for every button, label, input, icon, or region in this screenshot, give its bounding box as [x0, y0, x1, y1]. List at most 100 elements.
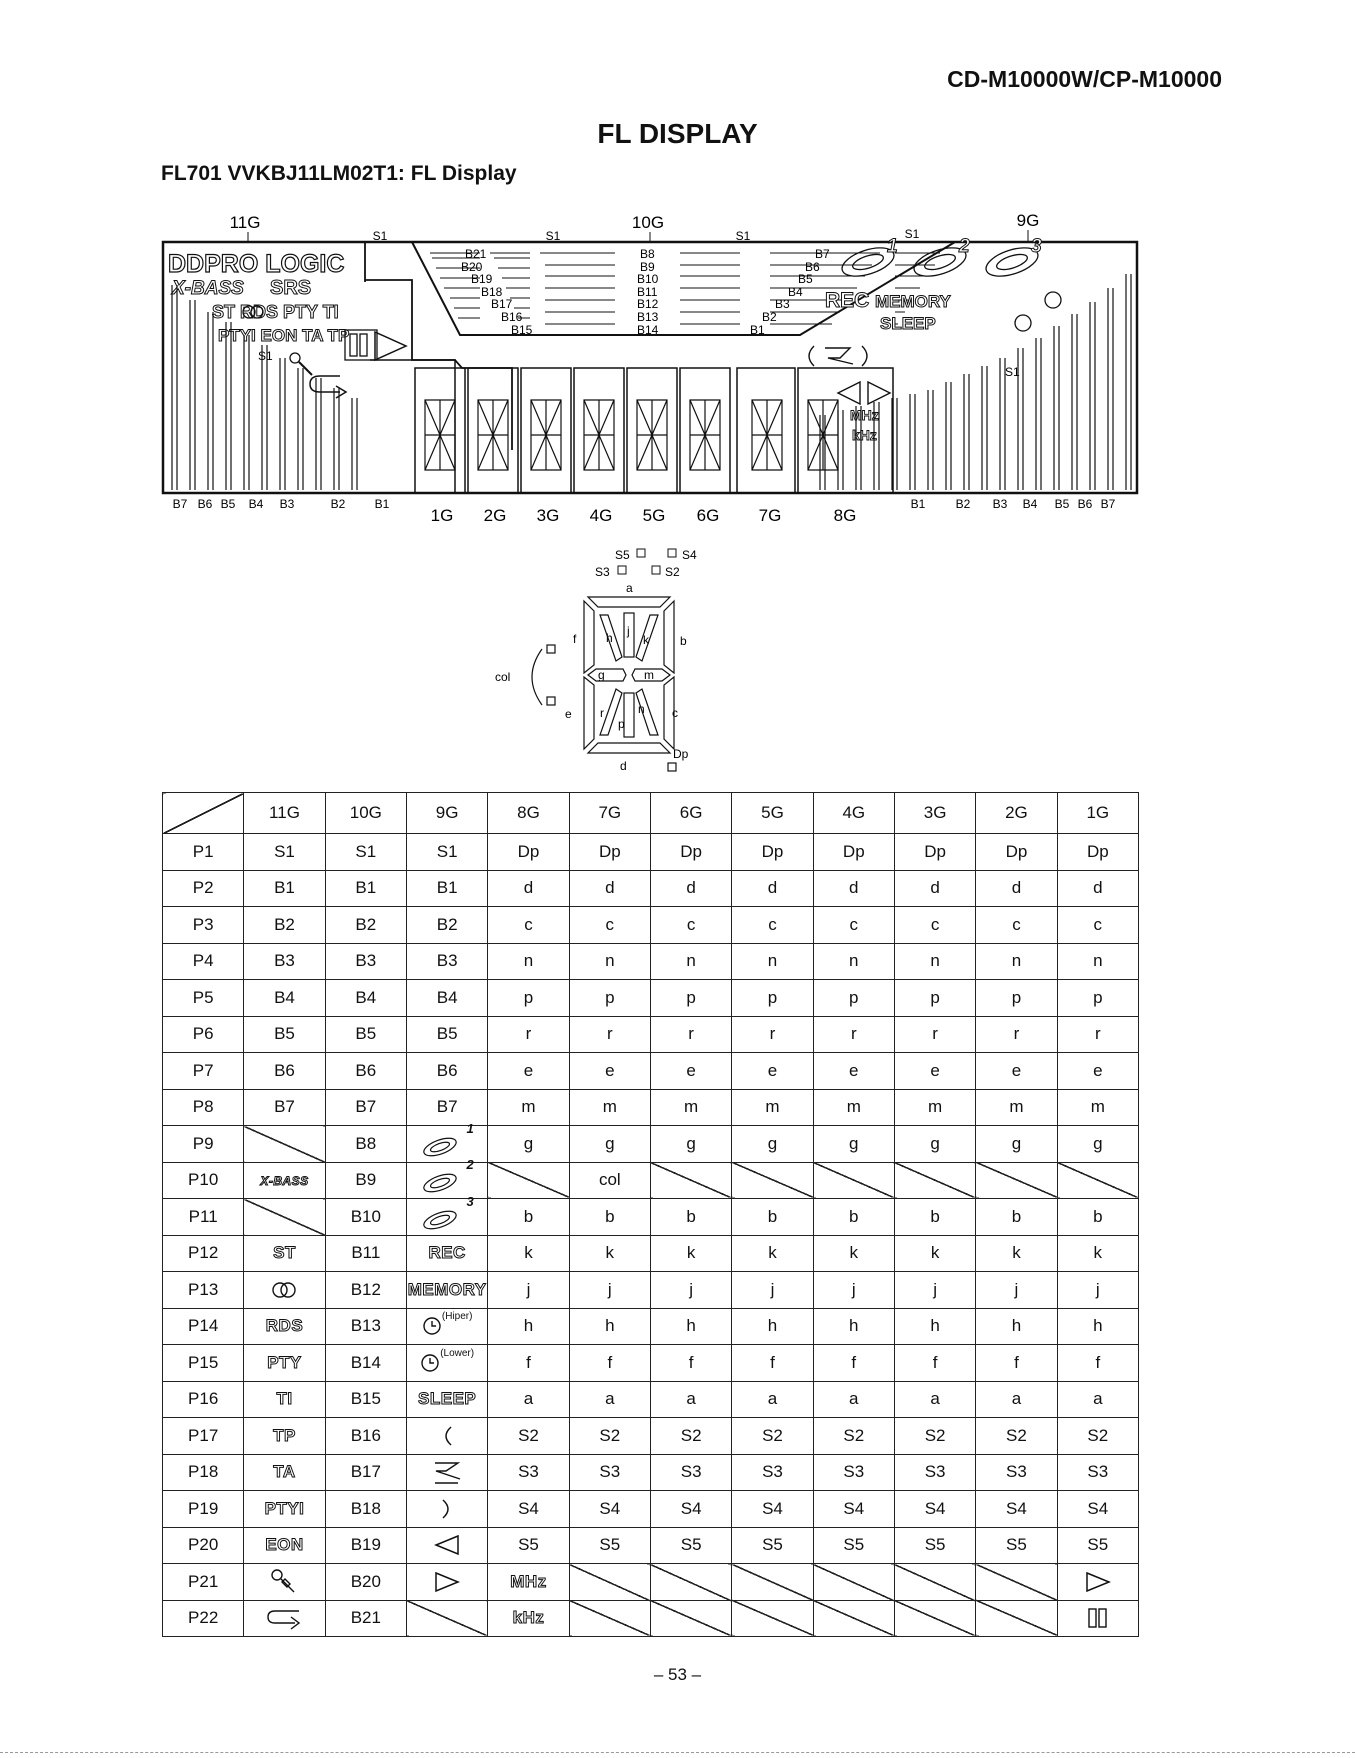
indicator-glyph: RDS — [265, 1316, 304, 1336]
seg-label-p: p — [618, 717, 625, 731]
segment-legend-svg: S5 S4 S3 S2 a f b h j k g m col e r n c … — [495, 548, 697, 773]
unused-cell — [731, 1161, 814, 1199]
table-cell: k — [731, 1234, 814, 1272]
table-cell: d — [1056, 869, 1140, 907]
table-cell: g — [568, 1125, 651, 1163]
table-cell: TP — [243, 1417, 326, 1455]
table-cell: r — [649, 1015, 733, 1053]
table-cell: p — [812, 979, 895, 1017]
table-cell: e — [1056, 1052, 1140, 1090]
table-cell: e — [731, 1052, 814, 1090]
table-cell: a — [731, 1380, 814, 1418]
table-cell: S1 — [324, 833, 407, 871]
xbass-logo: X-BASS — [171, 278, 244, 299]
table-cell: r — [487, 1015, 570, 1053]
table-cell: S3 — [731, 1453, 814, 1491]
pin-cell: P3 — [161, 906, 245, 944]
seg-label-dp: Dp — [673, 747, 689, 761]
seg-label-e: e — [565, 707, 572, 721]
indicator-row2: PTYI EON TA TP — [218, 326, 349, 345]
table-cell: B17 — [324, 1453, 407, 1491]
table-cell: B3 — [405, 942, 489, 980]
table-cell: kHz — [487, 1599, 570, 1637]
unused-cell — [812, 1599, 895, 1637]
table-corner-cell — [161, 792, 245, 834]
table-cell: b — [812, 1198, 895, 1236]
seg-label-m: m — [644, 668, 654, 682]
table-cell: h — [1056, 1307, 1140, 1345]
grid-label-1g: 1G — [431, 506, 454, 525]
table-cell: (Hiper) — [405, 1307, 489, 1345]
table-cell: m — [487, 1088, 570, 1126]
disc-number: 1 — [466, 1120, 474, 1136]
digit-boxes — [414, 367, 894, 494]
table-cell: r — [893, 1015, 977, 1053]
bot-left-b1: B1 — [375, 497, 390, 511]
column-header: 3G — [893, 792, 977, 834]
seg-label-col: col — [495, 670, 510, 684]
table-cell: h — [731, 1307, 814, 1345]
pin-cell: P2 — [161, 869, 245, 907]
clock-hiper-note: (Hiper) — [441, 1311, 473, 1323]
table-cell: m — [1056, 1088, 1140, 1126]
table-cell: B2 — [405, 906, 489, 944]
table-cell: m — [893, 1088, 977, 1126]
bot-left-b5: B5 — [221, 497, 236, 511]
table-cell: e — [649, 1052, 733, 1090]
table-cell: B3 — [243, 942, 326, 980]
table-cell: B7 — [243, 1088, 326, 1126]
pin-cell: P7 — [161, 1052, 245, 1090]
clock-lower-note: (Lower) — [440, 1347, 475, 1359]
section-subtitle: FL701 VVKBJ11LM02T1: FL Display — [161, 162, 517, 185]
column-header: 5G — [731, 792, 814, 834]
table-cell: REC — [405, 1234, 489, 1272]
bar-label-b2-top: B2 — [762, 310, 777, 324]
sleep-indicator: SLEEP — [880, 314, 936, 333]
table-cell: b — [731, 1198, 814, 1236]
pause-icon — [1088, 1608, 1107, 1628]
table-cell: S2 — [975, 1417, 1058, 1455]
table-cell: b — [975, 1198, 1058, 1236]
table-cell: B16 — [324, 1417, 407, 1455]
table-cell: b — [893, 1198, 977, 1236]
right-level-meter — [819, 274, 1132, 490]
table-cell: S5 — [487, 1526, 570, 1564]
disc-number: 2 — [466, 1157, 474, 1173]
table-cell: g — [1056, 1125, 1140, 1163]
indicator-glyph: MHz — [510, 1571, 547, 1591]
table-cell: B9 — [324, 1161, 407, 1199]
table-cell: j — [893, 1271, 977, 1309]
table-cell: h — [487, 1307, 570, 1345]
repeat-icon — [267, 1610, 301, 1630]
table-cell: S2 — [649, 1417, 733, 1455]
table-cell: S4 — [1056, 1490, 1140, 1528]
table-cell: B4 — [324, 979, 407, 1017]
table-cell: S1 — [243, 833, 326, 871]
table-cell: d — [812, 869, 895, 907]
bot-right-b5: B5 — [1055, 497, 1070, 511]
table-cell: B11 — [324, 1234, 407, 1272]
column-header: 2G — [975, 792, 1058, 834]
table-cell: S3 — [487, 1453, 570, 1491]
pin-cell: P19 — [161, 1490, 245, 1528]
bot-right-b1: B1 — [911, 497, 926, 511]
indicator-glyph: TI — [276, 1389, 293, 1409]
bar-label-b6-top: B6 — [805, 260, 820, 274]
paren-right-icon — [442, 1499, 449, 1519]
s1-label-a: S1 — [373, 229, 388, 243]
pin-cell: P16 — [161, 1380, 245, 1418]
pin-cell: P20 — [161, 1526, 245, 1564]
table-cell: Dp — [649, 833, 733, 871]
bolt-icon — [808, 345, 868, 367]
table-cell: B7 — [405, 1088, 489, 1126]
khz-indicator: kHz — [852, 427, 877, 443]
table-cell: S3 — [893, 1453, 977, 1491]
indicator-glyph: TA — [273, 1462, 296, 1482]
bot-left-b4: B4 — [249, 497, 264, 511]
table-cell: B3 — [324, 942, 407, 980]
pin-cell: P13 — [161, 1271, 245, 1309]
